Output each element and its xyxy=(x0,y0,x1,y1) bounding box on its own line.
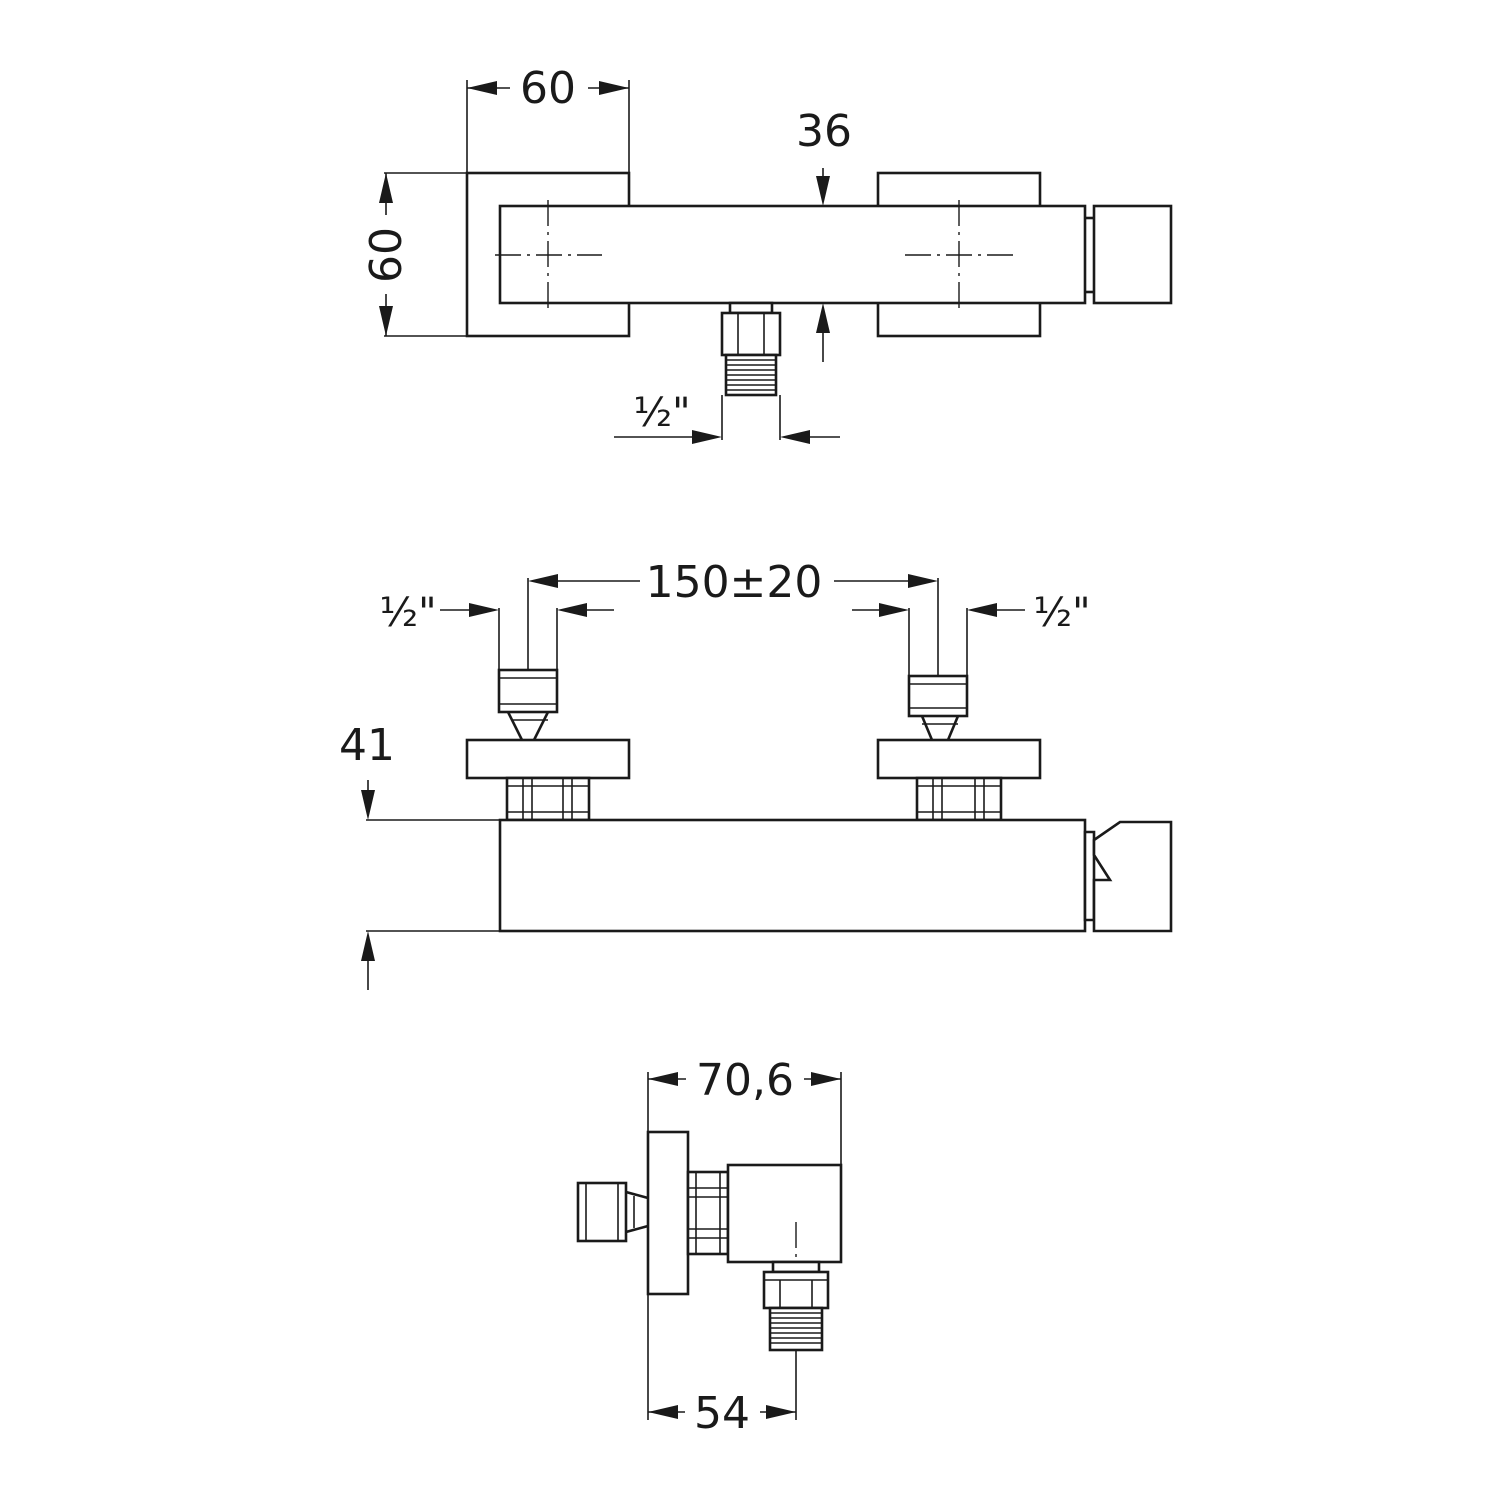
dim-label-outlet-offset: 54 xyxy=(694,1388,750,1439)
right-flange-front xyxy=(876,738,1042,780)
dim-label-mount-width: 60 xyxy=(520,63,576,114)
dim-label-mount-height: 60 xyxy=(361,227,412,283)
dim-mount-width: 60 xyxy=(466,63,630,173)
side-body xyxy=(726,1163,843,1264)
front-view: 150±20 ½" ½" xyxy=(339,557,1173,990)
dim-outlet-thread: ½" xyxy=(614,390,840,444)
dim-label-body-depth: 36 xyxy=(796,106,852,157)
left-inlet-front xyxy=(465,668,631,822)
dim-outlet-offset: 54 xyxy=(647,1294,797,1439)
side-view: 70,6 54 xyxy=(576,1055,843,1439)
dim-label-body-height: 41 xyxy=(339,720,395,771)
dim-label-right-inlet-thread: ½" xyxy=(1033,590,1090,636)
dim-total-depth: 70,6 xyxy=(647,1055,842,1165)
top-view: 60 60 36 ½" xyxy=(361,63,1173,444)
dim-right-inlet-thread: ½" xyxy=(852,590,1091,676)
dim-label-left-inlet-thread: ½" xyxy=(379,590,436,636)
body-front xyxy=(498,818,1087,933)
knob-top xyxy=(1092,204,1173,305)
side-nut xyxy=(686,1170,730,1256)
left-flange-front xyxy=(465,738,631,780)
side-flange xyxy=(646,1130,690,1296)
dim-body-depth: 36 xyxy=(796,106,852,362)
dim-inlet-spacing: 150±20 xyxy=(527,557,939,676)
dim-label-inlet-spacing: 150±20 xyxy=(646,557,823,608)
knob-front xyxy=(1092,820,1173,933)
knob-neck-front xyxy=(1083,830,1096,922)
dim-left-inlet-thread: ½" xyxy=(379,590,614,670)
dim-label-total-depth: 70,6 xyxy=(696,1055,794,1106)
outlet-connector-top xyxy=(720,301,782,397)
dim-body-height: 41 xyxy=(339,720,500,990)
dim-label-outlet-thread: ½" xyxy=(633,390,690,436)
dim-mount-height: 60 xyxy=(361,172,467,337)
right-inlet-front xyxy=(876,674,1042,822)
side-outlet-connector xyxy=(762,1260,830,1352)
